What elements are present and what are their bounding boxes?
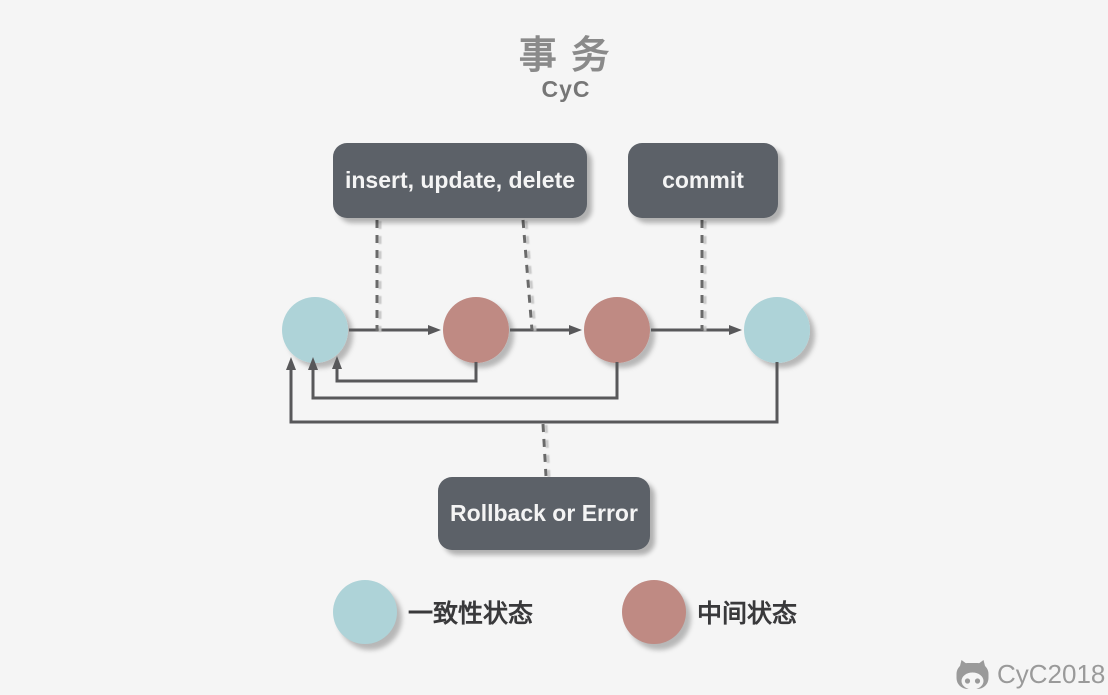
consistent-state-swatch — [333, 580, 397, 644]
dashed-link-dml-right — [521, 219, 534, 331]
return-arrow-state2-to-state1 — [332, 356, 478, 383]
legend-item-consistent: 一致性状态 — [333, 580, 533, 644]
commit-label-box: commit — [628, 143, 778, 218]
intermediate-state-swatch — [622, 580, 686, 644]
state-circle-intermediate-2 — [584, 297, 650, 363]
commit-label: commit — [662, 167, 744, 193]
rollback-label-box: Rollback or Error — [438, 477, 650, 550]
dml-label: insert, update, delete — [344, 167, 576, 193]
page-title: 事 务 — [518, 35, 612, 77]
watermark-text: CyC2018 — [997, 659, 1106, 689]
intermediate-state-label: 中间状态 — [697, 600, 798, 628]
cat-icon — [956, 659, 989, 689]
state-circle-consistent-2 — [744, 297, 810, 363]
state-circle-consistent-1 — [282, 297, 348, 363]
dashed-link-rollback — [541, 423, 548, 477]
watermark: CyC2018 — [955, 659, 1105, 690]
page-subtitle: CyC — [541, 76, 591, 102]
rollback-label: Rollback or Error — [450, 500, 638, 526]
dml-label-box: insert, update, delete — [333, 143, 587, 218]
state-circle-intermediate-1 — [443, 297, 509, 363]
return-arrow-state3-to-state1 — [308, 357, 619, 400]
legend-item-intermediate: 中间状态 — [622, 580, 797, 644]
consistent-state-label: 一致性状态 — [408, 600, 534, 628]
return-arrow-state4-to-state1 — [286, 357, 779, 424]
